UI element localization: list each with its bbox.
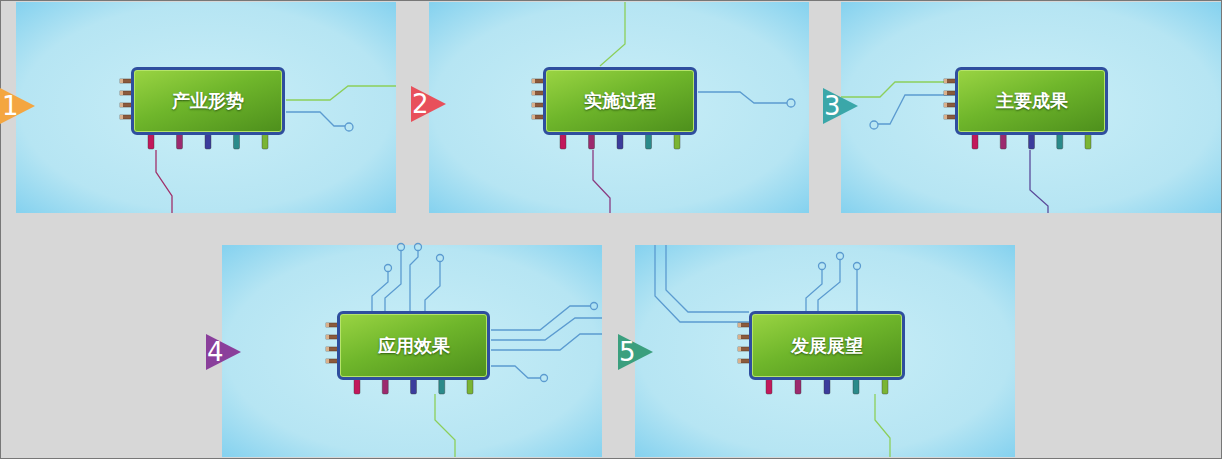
callout-number: 4 — [207, 337, 224, 367]
callout-number: 2 — [412, 89, 429, 119]
circuit-wires — [156, 2, 1048, 457]
chip-box: 应用效果 — [337, 311, 490, 380]
chip-label: 实施过程 — [584, 89, 656, 113]
chip-label: 应用效果 — [378, 334, 450, 358]
chip-box: 主要成果 — [955, 67, 1108, 135]
chip-box: 发展展望 — [749, 311, 905, 380]
chip-box: 产业形势 — [131, 67, 285, 135]
callout-number: 5 — [619, 337, 636, 367]
chip-label: 主要成果 — [996, 89, 1068, 113]
panels — [16, 2, 1221, 457]
callout-number: 3 — [824, 91, 841, 121]
chip-label: 产业形势 — [172, 89, 244, 113]
chip-box: 实施过程 — [543, 67, 697, 135]
callout-number: 1 — [2, 91, 19, 121]
chip-label: 发展展望 — [791, 334, 863, 358]
